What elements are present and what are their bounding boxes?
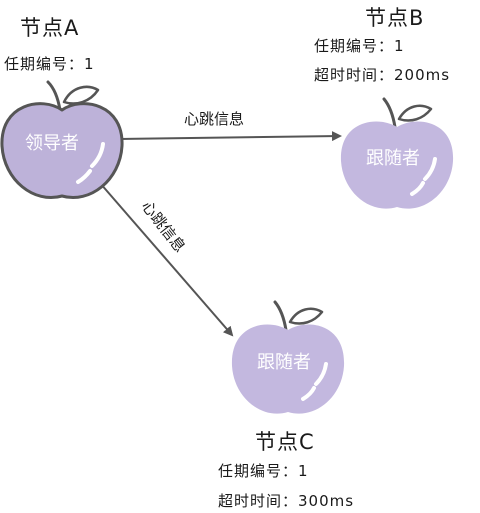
edge-a-to-c (99, 182, 234, 337)
edge-a-to-c-label: 心跳信息 (138, 197, 189, 255)
edge-a-to-b-label: 心跳信息 (184, 110, 244, 128)
node-c-title: 节点C (255, 430, 315, 454)
node-c-role: 跟随者 (257, 352, 311, 373)
node-a-term: 任期编号：1 (4, 55, 95, 73)
node-b-role: 跟随者 (366, 148, 420, 169)
node-b-term: 任期编号：1 (314, 37, 405, 55)
node-a-role: 领导者 (25, 133, 79, 154)
node-c-term: 任期编号：1 (218, 462, 309, 480)
node-c-apple (231, 300, 345, 414)
node-b-timeout: 超时时间：200ms (314, 66, 451, 84)
edge-a-to-b (119, 131, 342, 142)
node-b-apple (340, 97, 454, 209)
node-a-title: 节点A (20, 16, 80, 40)
node-a-apple (0, 80, 124, 199)
node-b-title: 节点B (365, 6, 425, 30)
node-c-timeout: 超时时间：300ms (218, 492, 355, 510)
